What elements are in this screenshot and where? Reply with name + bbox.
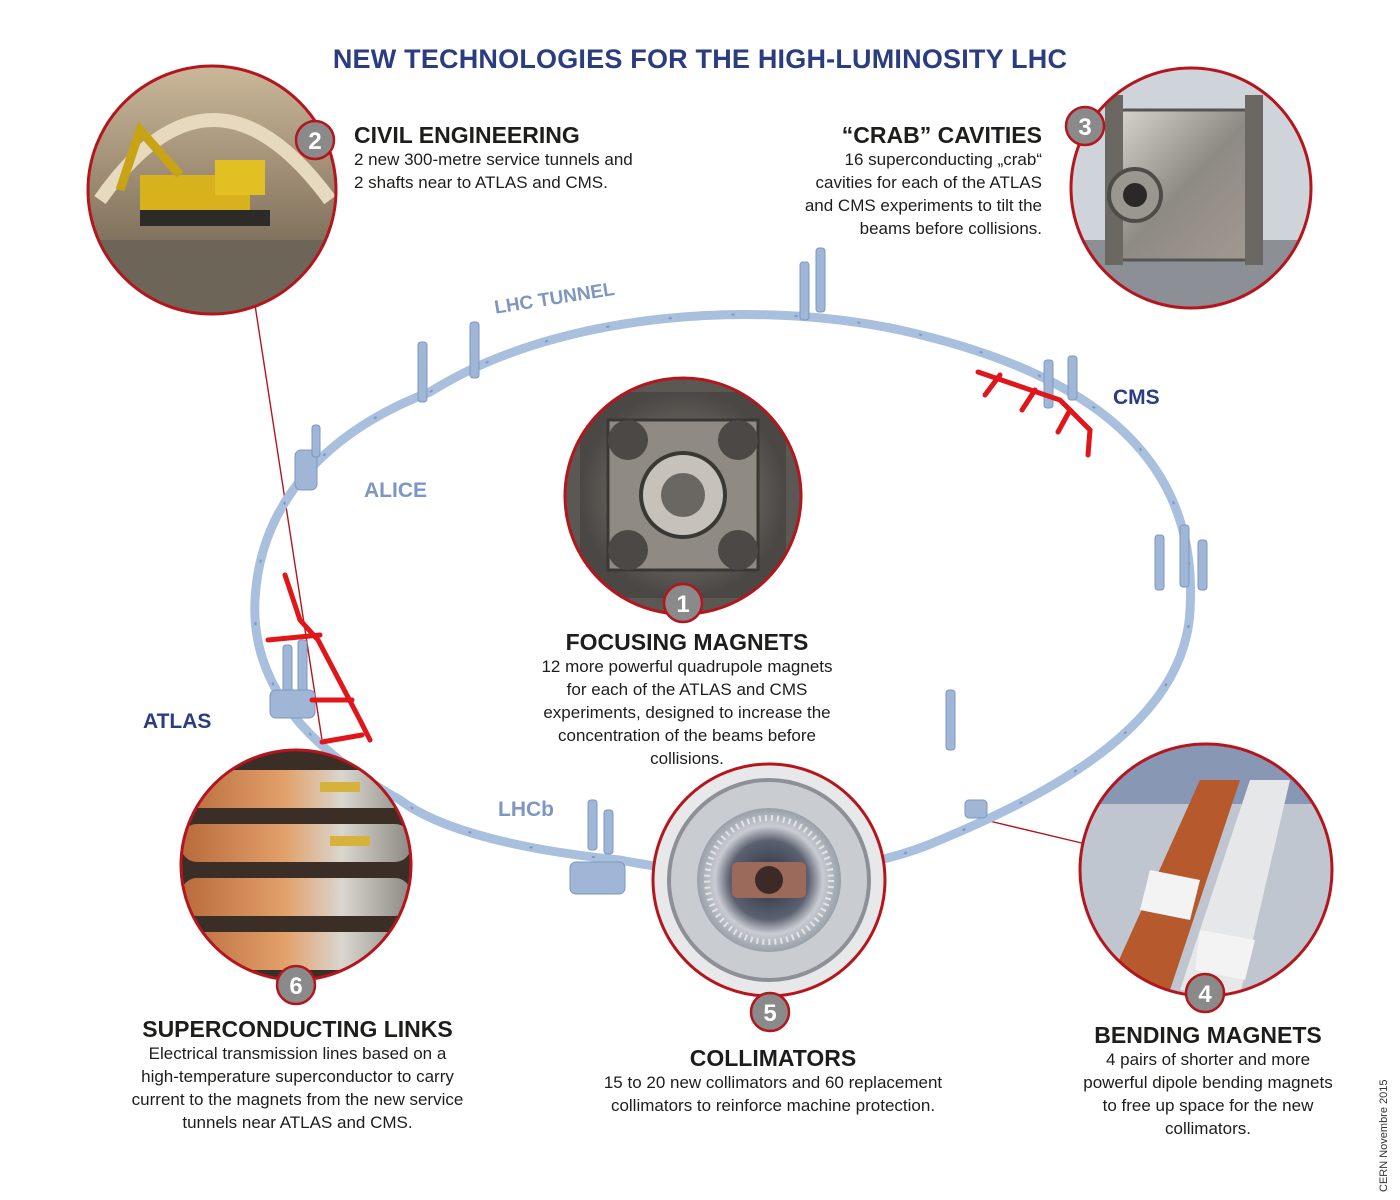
- shaft-7: [311, 424, 321, 458]
- badge-2: 2: [294, 119, 336, 161]
- badge-6: 6: [275, 964, 317, 1006]
- bending-magnets-line-4: collimators.: [1165, 1119, 1251, 1138]
- alice-label: ALICE: [364, 479, 427, 502]
- collimators-line-1: 15 to 20 new collimators and 60 replacem…: [603, 1073, 943, 1092]
- svg-text:3: 3: [1078, 114, 1091, 141]
- shaft-11: [282, 644, 293, 696]
- svg-text:2: 2: [308, 128, 321, 155]
- shaft-5: [1043, 359, 1054, 409]
- civil-engineering-photo: [86, 64, 338, 316]
- bending-magnets-text: BENDING MAGNETS 4 pairs of shorter and m…: [1058, 1022, 1358, 1140]
- svg-text:6: 6: [289, 973, 302, 1000]
- superconducting-links-line-1: Electrical transmission lines based on a: [148, 1044, 447, 1063]
- shaft-2: [469, 321, 480, 379]
- bending-magnets-title: BENDING MAGNETS: [1094, 1022, 1322, 1048]
- civil-engineering-text: CIVIL ENGINEERING 2 new 300-metre servic…: [354, 122, 694, 194]
- focusing-magnets-line-2: for each of the ATLAS and CMS: [566, 680, 808, 699]
- superconducting-links-line-2: high-temperature superconductor to carry: [141, 1067, 454, 1086]
- shaft-14: [603, 809, 614, 855]
- lhc-ring: [250, 310, 1196, 878]
- focusing-magnets-line-3: experiments, designed to increase the: [543, 703, 831, 722]
- badge-1: 1: [662, 582, 704, 624]
- svg-text:5: 5: [763, 1000, 776, 1027]
- atlas-label: ATLAS: [143, 710, 212, 733]
- superconducting-links-title: SUPERCONDUCTING LINKS: [142, 1016, 453, 1042]
- superconducting-links-photo: [179, 748, 413, 982]
- atlas-new-tunnel: [282, 572, 373, 743]
- focusing-magnets-text: FOCUSING MAGNETS 12 more powerful quadru…: [507, 629, 867, 770]
- crab-cavities-title: “CRAB” CAVITIES: [841, 122, 1042, 148]
- bending-magnets-line-1: 4 pairs of shorter and more: [1105, 1050, 1311, 1069]
- page-title: NEW TECHNOLOGIES FOR THE HIGH-LUMINOSITY…: [332, 44, 1068, 74]
- svg-text:4: 4: [1198, 981, 1212, 1008]
- cms-new-tunnel: [975, 369, 1093, 458]
- shaft-15: [945, 689, 956, 751]
- lhcb-cavern: [569, 861, 626, 895]
- badge-4: 4: [1184, 972, 1226, 1014]
- credit-text: CERN Novembre 2015: [1378, 1079, 1390, 1193]
- crab-cavities-line-3: and CMS experiments to tilt the: [804, 196, 1042, 215]
- focusing-magnets-line-5: collisions.: [650, 749, 724, 768]
- civil-engineering-line-1: 2 new 300-metre service tunnels and: [354, 150, 633, 169]
- shaft-12: [297, 639, 308, 697]
- ring-junction: [964, 799, 988, 819]
- focusing-magnets-line-4: concentration of the beams before: [558, 726, 816, 745]
- bending-magnets-line-3: to free up space for the new: [1102, 1096, 1314, 1115]
- cms-new-shafts: [982, 372, 1073, 435]
- collimators-text: COLLIMATORS 15 to 20 new collimators and…: [568, 1045, 978, 1117]
- bending-magnets-photo: [1078, 742, 1334, 998]
- focusing-magnets-photo: [563, 376, 803, 616]
- crab-cavities-line-2: cavities for each of the ATLAS: [815, 173, 1042, 192]
- civil-connector-line: [254, 304, 323, 741]
- focusing-magnets-title: FOCUSING MAGNETS: [565, 629, 809, 655]
- shaft-8: [1154, 534, 1165, 591]
- shaft-1: [417, 341, 428, 403]
- superconducting-links-line-3: current to the magnets from the new serv…: [131, 1090, 464, 1109]
- crab-cavities-text: “CRAB” CAVITIES 16 superconducting „crab…: [742, 122, 1042, 240]
- shaft-9: [1179, 524, 1190, 588]
- alice-cavern: [294, 449, 318, 491]
- lhcb-label: LHCb: [498, 798, 554, 821]
- crab-cavities-photo: [1069, 66, 1313, 310]
- collimators-line-2: collimators to reinforce machine protect…: [610, 1096, 936, 1115]
- number-badges: 1 2 3 4 5 6: [275, 105, 1226, 1033]
- atlas-cavern: [269, 689, 316, 719]
- cms-label: CMS: [1113, 386, 1160, 409]
- badge-5: 5: [749, 991, 791, 1033]
- focusing-magnets-line-1: 12 more powerful quadrupole magnets: [541, 657, 833, 676]
- civil-engineering-line-2: 2 shafts near to ATLAS and CMS.: [354, 173, 608, 192]
- shaft-4: [815, 247, 826, 313]
- bending-connector-line: [984, 819, 1091, 846]
- bending-magnets-line-2: powerful dipole bending magnets: [1083, 1073, 1333, 1092]
- hl-lhc-new-tunnels: [265, 369, 1093, 745]
- ring-shafts: [269, 247, 1208, 895]
- svg-text:1: 1: [676, 591, 689, 618]
- crab-cavities-line-1: 16 superconducting „crab“: [844, 150, 1042, 169]
- superconducting-links-text: SUPERCONDUCTING LINKS Electrical transmi…: [110, 1016, 485, 1134]
- shaft-3: [799, 261, 810, 321]
- collimators-title: COLLIMATORS: [689, 1045, 857, 1071]
- crab-cavities-line-4: beams before collisions.: [859, 219, 1042, 238]
- civil-engineering-title: CIVIL ENGINEERING: [354, 122, 580, 148]
- shaft-13: [587, 799, 598, 851]
- atlas-new-shafts: [265, 632, 365, 745]
- badge-3: 3: [1064, 105, 1106, 147]
- collimators-photo: [651, 762, 887, 998]
- superconducting-links-line-4: tunnels near ATLAS and CMS.: [182, 1113, 413, 1132]
- shaft-10: [1197, 539, 1208, 591]
- shaft-6: [1067, 355, 1078, 401]
